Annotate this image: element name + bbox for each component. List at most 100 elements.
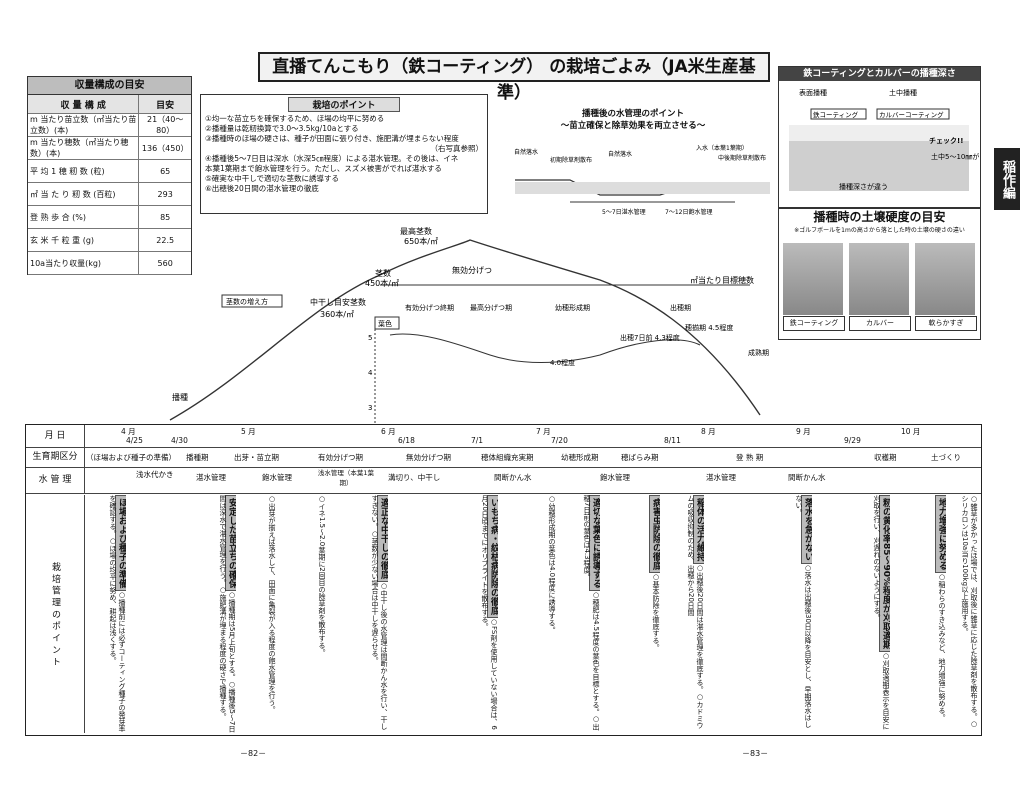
point-column: 落水を急がない○落水は出穂後30日以降を目安とし、早期落水はしない。 (772, 495, 812, 733)
column-text: ○幼穂形成期の葉色は4.0程度に誘導する。 (548, 495, 556, 634)
depth-note1: 土中5～10㎜が理想 (931, 152, 979, 161)
row-dates: 月 日 4 月 5 月 6 月 7 月 8 月 9 月 10 月 4/25 4/… (26, 425, 981, 448)
point-column: ○幼穂形成期の葉色は4.0程度に誘導する。 (530, 495, 556, 733)
hardness-sub: ※ゴルフボールを1mの高さから落とした時の土壌の硬さの違い (794, 227, 965, 234)
row-label: 月 日 (26, 425, 85, 447)
yield-label: 玄 米 千 粒 重 (g) (28, 228, 139, 252)
chart-label: 最高分げつ期 (470, 303, 512, 312)
table-row: 10a当たり収量(kg)560 (28, 251, 191, 275)
row-label: 生育期区分 (26, 447, 85, 467)
yield-label: 10a当たり収量(kg) (28, 251, 139, 275)
leaf-tick: 4 (368, 369, 373, 377)
yield-value: 85 (138, 205, 191, 229)
column-text: ○播種期は5月上旬とする。○播種後5～7日間は深水で湛水管理を行う。○施肥溝が埋… (219, 495, 236, 733)
depth-note2: 播種深さが違う (839, 182, 888, 191)
chart-label: 有効分げつ終期 (405, 303, 454, 312)
column-text: ○播種前には必ずコーティング種子の発芽率を確認する。○ほ場の均平に努め、耕起は浅… (109, 495, 126, 732)
point-column: 適切な葉色に誘導する○穂肥は4.5程度の葉色を目標とする。○出穂7日前の葉色は4… (560, 495, 600, 733)
point-column: ほ場および種子の準備○播種前には必ずコーティング種子の発芽率を確認する。○ほ場の… (86, 495, 126, 733)
month-label: 8 月 (701, 427, 716, 436)
column-text: ○出穂後20日間は湛水管理を徹底する。○カドミウムの吸収抑制のため、出穂から20… (687, 495, 704, 729)
page-number-left: －82－ (240, 749, 267, 758)
chart-label: 中干し目安茎数 (310, 297, 366, 307)
hardness-photo: 軟らかすぎ (915, 243, 977, 331)
chart-label: 茎数の増え方 (226, 297, 268, 306)
point-item: （右写真参照） (430, 144, 484, 153)
date-label: 6/18 (398, 436, 415, 445)
hardness-photo: 鉄コーティング (783, 243, 845, 331)
yield-table: 収量構成の目安 収 量 構 成目安 m 当たり苗立数（㎡当たり苗立数）(本)21… (27, 76, 192, 275)
yield-col-label: 収 量 構 成 (28, 95, 139, 114)
point-column: 適正な中干しの徹底○中干し後の水管理は間断かん水を行い、干しすぎない。○茎数が少… (348, 495, 388, 733)
water-point-title: 播種後の水管理のポイント ～苗立確保と除草効果を両立させる～ (498, 108, 768, 132)
month-label: 9 月 (796, 427, 811, 436)
column-head: 適切な葉色に誘導する (589, 495, 600, 591)
yield-col-value: 目安 (138, 95, 191, 114)
point-column: ○イネ1.5～2.0葉期に2回目の除草剤を散布する。 (300, 495, 326, 733)
point-column: 安定した苗立ちの確保○播種期は5月上旬とする。○播種後5～7日間は深水で湛水管理… (196, 495, 236, 733)
water-stage: 飽水管理 (600, 473, 630, 482)
chart-label: 650本/㎡ (404, 236, 438, 246)
leaf-tick: 3 (368, 404, 372, 412)
chart-label: ㎡当たり目標穂数 (690, 275, 754, 285)
point-item: ②播種量は乾籾換算で3.0～3.5kg/10aとする (205, 124, 359, 133)
column-head: 落水を急がない (801, 495, 812, 564)
yield-label: m 当たり苗立数（㎡当たり苗立数）(本) (28, 113, 139, 137)
stage-label: 播種期 (186, 453, 209, 462)
yield-label: m 当たり穂数（㎡当たり穂数）(本) (28, 136, 139, 160)
stage-label: 穂体組織充実期 (481, 453, 534, 462)
water-label: 初期除草剤散布 (550, 156, 592, 164)
cultivation-points-box: 栽培のポイント ①均一な苗立ちを確保するため、ほ場の均平に努める ②播種量は乾籾… (200, 94, 488, 214)
chart-label: 出穂期 (670, 303, 691, 312)
chart-label: 幼穂形成期 (555, 303, 590, 312)
column-head: ほ場および種子の準備 (115, 495, 126, 591)
stage-label: 幼穂形成期 (561, 453, 599, 462)
point-item: ④播種後5～7日目は深水（水深5㎝程度）による湛水管理。その後は、イネ (205, 154, 459, 163)
point-item: 本葉1葉期まで飽水管理を行う。ただし、スズメ被害がでれば湛水する (205, 164, 442, 173)
stage-label: 有効分げつ期 (318, 453, 363, 462)
column-text: ○イネ1.5～2.0葉期に2回目の除草剤を散布する。 (318, 495, 326, 656)
point-column: いもち病・紋枯病防除の徹底○FS剤を使用していない場合は、6月20日頃までにオリ… (458, 495, 498, 733)
yield-value: 22.5 (138, 228, 191, 252)
point-item: ⑤確実な中干しで適切な茎数に誘導する (205, 174, 339, 183)
month-label: 6 月 (381, 427, 396, 436)
point-item: ③播種時のほ場の硬さは、種子が田面に張り付き、施肥溝が埋まらない程度 (205, 134, 459, 143)
column-head: 地力増強に努める (935, 495, 946, 573)
chart-label: 葉色 (378, 319, 392, 328)
hardness-header: 播種時の土壌硬度の目安 (813, 210, 946, 224)
table-row: 平 均 1 穂 籾 数 (粒)65 (28, 159, 191, 183)
column-text: ○穂肥は4.5程度の葉色を目標とする。○出穂7日前の葉色は4.3程度。 (583, 495, 600, 731)
soil-hardness-box: 播種時の土壌硬度の目安 ※ゴルフボールを1mの高さから落とした時の土壌の硬さの違… (778, 208, 981, 340)
depth-header: 鉄コーティングとカルバーの播種深さ (779, 67, 980, 81)
date-label: 8/11 (664, 436, 681, 445)
column-text: ○中干し後の水管理は間断かん水を行い、干しすぎない。○茎数が少ない場合は中干しを… (371, 495, 388, 730)
photo-caption: 鉄コーティング (783, 316, 845, 331)
yield-label: ㎡ 当 た り 籾 数 (百粒) (28, 182, 139, 206)
month-label: 10 月 (901, 427, 921, 436)
depth-coat2: カルバーコーティング (879, 110, 944, 119)
stage-label: （ほ場および種子の準備） (86, 453, 176, 462)
photo-caption: カルバー (849, 316, 911, 331)
table-row: 登 熟 歩 合 (%)85 (28, 205, 191, 229)
chart-label: 茎数 (375, 268, 391, 278)
chart-label: 出穂7日前 4.3程度 (620, 333, 680, 342)
chart-label: 4.0程度 (550, 358, 575, 367)
chart-label: 無効分げつ (452, 265, 492, 275)
water-stage: 間断かん水 (494, 473, 532, 482)
table-row: m 当たり穂数（㎡当たり穂数）(本)136（450） (28, 136, 191, 160)
column-text: ○落水は出穂後30日以降を目安とし、早期落水はしない。 (795, 495, 812, 728)
water-stage: 湛水管理 (706, 473, 736, 482)
column-head: 病害虫防除の徹底 (649, 495, 660, 573)
water-label: 自然落水 (514, 148, 538, 156)
water-stage: 浅水代かき (136, 470, 174, 479)
water-stage: 浅水管理（本葉1葉期） (317, 469, 375, 487)
water-label: 5～7日湛水管理 (602, 208, 646, 216)
yield-label: 登 熟 歩 合 (%) (28, 205, 139, 229)
column-head: 適正な中干しの徹底 (377, 495, 388, 582)
date-label: 7/1 (471, 436, 484, 445)
stage-label: 収穫期 (874, 453, 897, 462)
stage-label: 無効分げつ期 (406, 453, 451, 462)
page-title: 直播てんこもり（鉄コーティング） の栽培ごよみ（JA米生産基準） (258, 52, 770, 103)
date-label: 9/29 (844, 436, 861, 445)
photo-caption: 軟らかすぎ (915, 316, 977, 331)
